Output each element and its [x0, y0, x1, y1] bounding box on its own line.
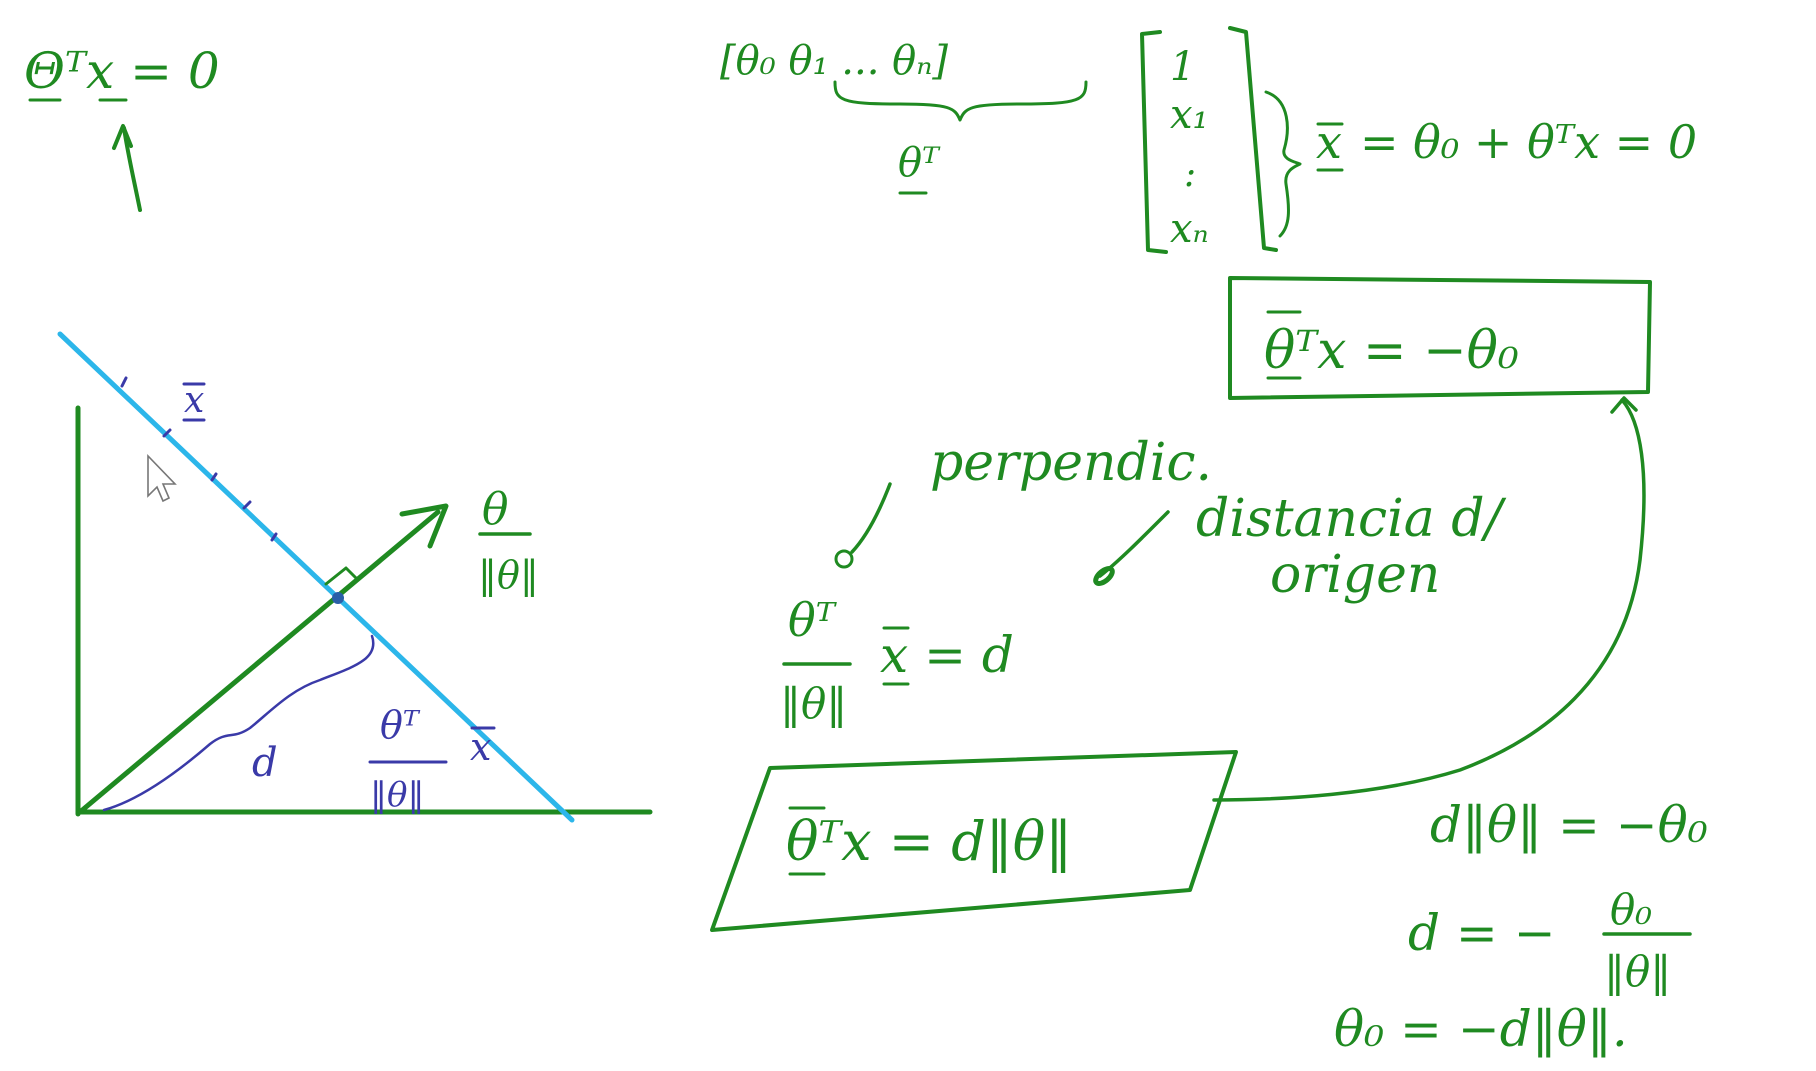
theta-vector-arrowhead: [399, 503, 449, 549]
perpendic-pointer-dot: [834, 549, 854, 569]
box-one-equation: θᵀx = −θ₀: [1264, 321, 1519, 381]
underbrace-theta: [833, 80, 1088, 122]
diagram-theta-numerator: θ: [482, 484, 509, 535]
box-two-frame: [710, 750, 1238, 932]
column-entry-dots: :: [1184, 154, 1196, 195]
middle-numerator: θᵀ: [788, 593, 838, 647]
pointer-arrow-shaft: [122, 126, 142, 212]
equation-theta-t-x-zero: Θᵀx = 0: [24, 42, 220, 100]
diagram-proj-x: x: [470, 725, 491, 769]
mouse-cursor-icon: [147, 454, 177, 503]
column-left-bracket: [1140, 30, 1168, 254]
column-entry-x1: x₁: [1170, 92, 1209, 138]
distancia-pointer-dot: [1093, 566, 1115, 586]
diagram-d-label: d: [252, 740, 278, 786]
column-right-bracket: [1228, 26, 1278, 252]
connector-arrowhead: [1610, 396, 1638, 414]
decision-boundary-line: [57, 331, 575, 823]
derivation-line-3: θ₀ = −d‖θ‖.: [1334, 1000, 1628, 1058]
blue-dash-marks: [120, 376, 278, 542]
pointer-arrow-head: [112, 124, 133, 150]
annotation-perpendic: perpendic.: [930, 433, 1212, 493]
annotation-origen: origen: [1270, 545, 1440, 605]
derivation-line-2-lhs: d = −: [1408, 904, 1556, 962]
derivation-line-2-denominator: ‖θ‖: [1604, 947, 1671, 996]
column-right-brace: [1264, 90, 1302, 238]
diagram-proj-numerator: θᵀ: [380, 703, 421, 747]
expansion-equation: = θ₀ + θᵀx = 0: [1360, 115, 1697, 169]
diagram-x-label: x: [184, 380, 204, 421]
box-two-equation: θᵀx = d‖θ‖: [786, 810, 1072, 873]
intersection-point: [332, 592, 344, 604]
row-vector-theta: [θ₀ θ₁ ... θₙ]: [720, 38, 948, 84]
column-entry-1: 1: [1170, 44, 1195, 90]
perpendic-pointer-line: [850, 482, 892, 554]
annotation-distancia: distancia d/: [1196, 489, 1507, 549]
connector-curve: [1212, 398, 1646, 802]
brace-label-theta-t: θᵀ: [898, 140, 941, 186]
column-entry-xn: xₙ: [1170, 206, 1209, 252]
right-angle-mark: [324, 566, 360, 586]
diagram-theta-denominator: ‖θ‖: [478, 553, 539, 597]
diagram-proj-denominator: ‖θ‖: [370, 775, 424, 815]
box-one-frame: [1228, 276, 1652, 400]
theta-vector: [77, 509, 441, 815]
derivation-line-2-numerator: θ₀: [1610, 885, 1652, 934]
middle-denominator: ‖θ‖: [780, 679, 847, 728]
derivation-line-1: d‖θ‖ = −θ₀: [1430, 796, 1708, 854]
distance-brace: [102, 634, 375, 812]
middle-rhs: x = d: [880, 626, 1014, 684]
